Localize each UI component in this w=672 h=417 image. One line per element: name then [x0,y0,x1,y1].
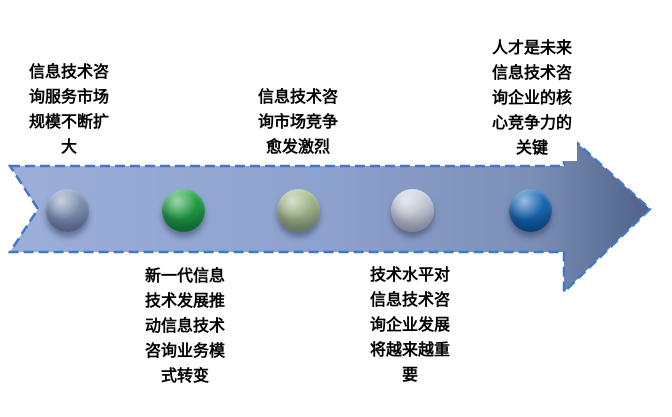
block-arrow-shape [7,128,652,295]
milestone-label-tech-level: 技术水平对 信息技术咨 询企业发展 将越来越重 要 [360,263,460,388]
milestone-label-talent: 人才是未来 信息技术咨 询企业的核 心竞争力的 关键 [487,36,577,161]
milestone-label-new-generation: 新一代信息 技术发展推 动信息技术 咨询业务模 式转变 [135,264,235,389]
milestone-dot-competition [277,189,320,232]
milestone-dot-market-scale [46,189,89,232]
milestone-dot-tech-level [391,189,434,232]
milestone-label-competition: 信息技术咨 询市场竞争 愈发激烈 [248,85,348,160]
milestone-dot-new-generation [162,189,205,232]
milestone-dot-talent [509,189,552,232]
milestone-label-market-scale: 信息技术咨 询服务市场 规模不断扩 大 [19,60,119,160]
